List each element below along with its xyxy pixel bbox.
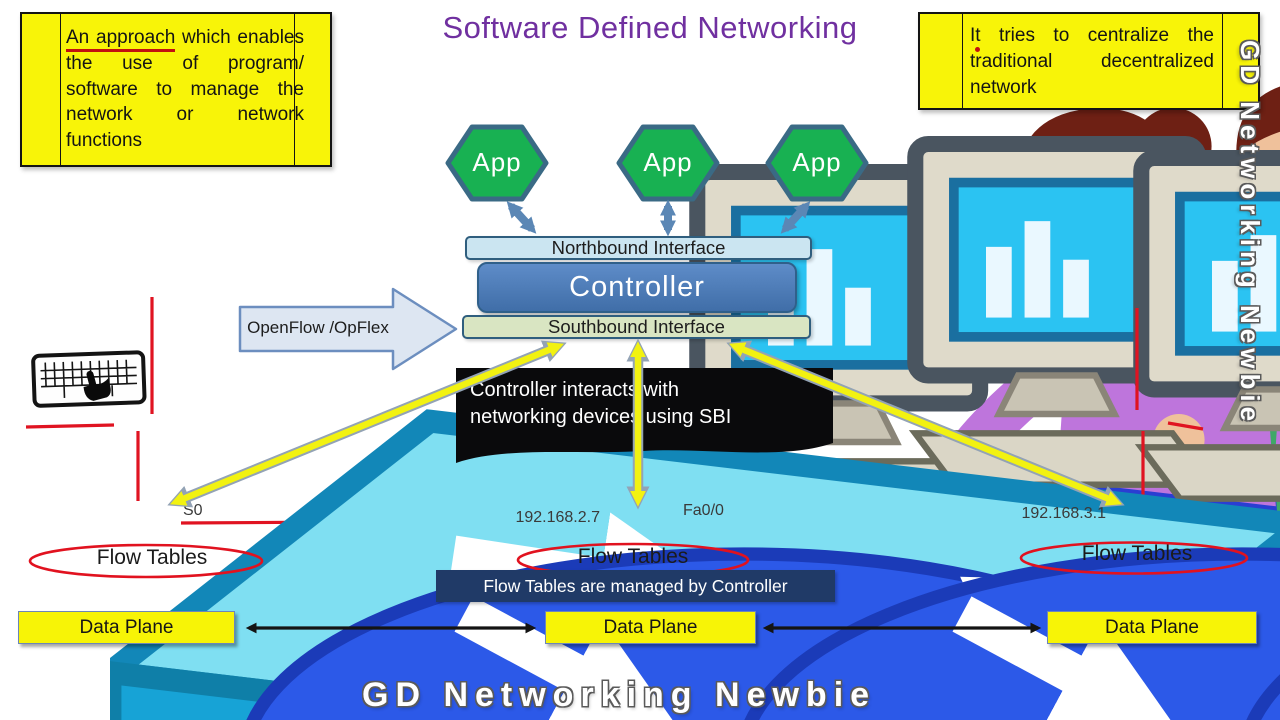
router-icon	[1244, 554, 1280, 720]
router-icon	[742, 554, 1280, 720]
controller-box: Controller	[477, 262, 797, 313]
sbi-arrow-left	[170, 342, 564, 506]
data-plane-box: Data Plane	[18, 611, 235, 644]
router-icon	[244, 554, 1244, 720]
app-label: App	[792, 147, 842, 177]
flow-tables-banner: Flow Tables are managed by Controller	[436, 570, 835, 602]
switch-icon	[110, 421, 1280, 720]
interface-label-fa00: Fa0/0	[683, 502, 724, 519]
note-right-text: It tries to centralize the traditional d…	[970, 25, 1214, 98]
user-workstation-icon	[915, 80, 1280, 671]
sbi-callout-shape	[456, 368, 833, 463]
ip-label-middle: 192.168.2.7	[515, 509, 600, 526]
app-label: App	[643, 147, 693, 177]
user-workstation-icon	[697, 108, 1280, 699]
flow-tables-ellipse	[28, 543, 264, 579]
keyboard-icon	[31, 350, 147, 408]
flow-tables-label: Flow Tables	[96, 546, 208, 569]
note-left-highlight: An approach	[66, 27, 176, 52]
interface-label-s0: S0	[183, 502, 203, 519]
note-divider	[60, 14, 61, 165]
openflow-label: OpenFlow /OpFlex	[247, 318, 389, 337]
app-hexagon	[765, 124, 869, 202]
hand-cursor-icon	[83, 370, 111, 401]
note-left: An approach which enables the use of pro…	[20, 12, 332, 167]
app-label: App	[472, 147, 522, 177]
flow-tables-label: Flow Tables	[1081, 542, 1193, 565]
user-laptop-icon	[557, 369, 927, 720]
nbi-arrows	[506, 199, 811, 237]
serial-link-red	[180, 510, 602, 532]
app-hexagon	[616, 124, 720, 202]
switch-icon	[1116, 421, 1280, 720]
flow-tables-ellipses	[28, 541, 1249, 579]
flow-tables-ellipse	[1019, 541, 1249, 575]
ip-label-right: 192.168.3.1	[1021, 505, 1106, 522]
page-title: Software Defined Networking	[442, 10, 858, 45]
northbound-interface-bar: Northbound Interface	[465, 236, 812, 260]
openflow-arrow-shape	[238, 287, 458, 371]
note-divider	[294, 14, 295, 165]
red-links	[25, 297, 1204, 532]
cloud-icon	[806, 496, 912, 559]
note-left-text: which enables the use of program/ softwa…	[66, 27, 304, 152]
flow-tables-ellipse	[516, 542, 750, 578]
note-right: It tries to centralize the traditional d…	[918, 12, 1260, 110]
note-divider	[962, 14, 963, 108]
watermark-bottom: GD Networking Newbie	[362, 676, 877, 714]
sbi-callout-text: Controller interacts with networking dev…	[470, 379, 732, 428]
southbound-interface-bar: Southbound Interface	[462, 315, 811, 339]
watermark-vertical: GD Networking Newbie	[1235, 40, 1265, 427]
user-laptop-icon	[400, 499, 770, 720]
note-divider	[1222, 14, 1223, 108]
user-workstation-icon	[1141, 94, 1280, 685]
app-hexagon	[445, 124, 549, 202]
red-dot	[975, 47, 980, 52]
data-plane-box: Data Plane	[545, 611, 756, 644]
flow-tables-label: Flow Tables	[577, 545, 689, 568]
data-plane-box: Data Plane	[1047, 611, 1257, 644]
app-hexagons	[445, 124, 869, 202]
sbi-arrow-right	[729, 342, 1122, 506]
